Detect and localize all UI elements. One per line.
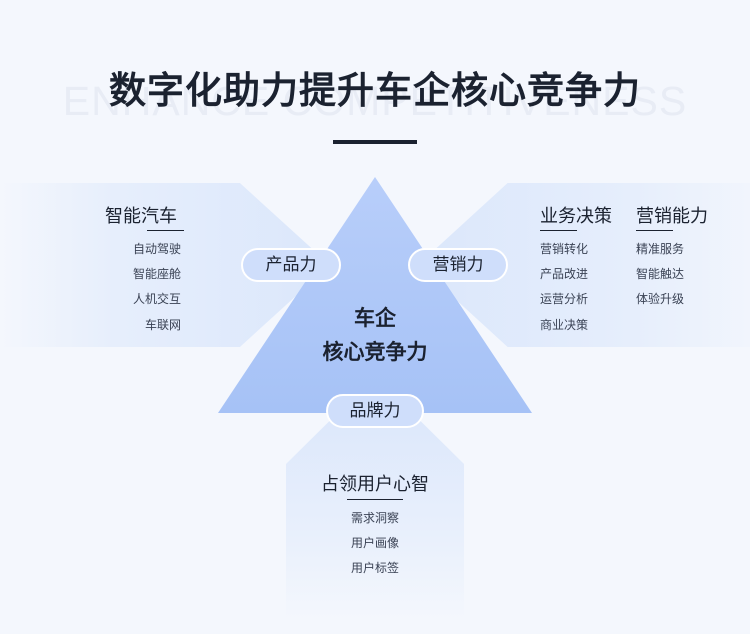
right-col1-title: 业务决策 <box>540 206 612 227</box>
left-item: 车联网 <box>144 318 181 332</box>
bottom-panel <box>286 420 464 620</box>
right-col1-item: 运营分析 <box>540 292 589 306</box>
bottom-section-underline <box>347 499 403 500</box>
right-col1-item: 商业决策 <box>540 318 589 332</box>
left-item: 人机交互 <box>132 292 181 306</box>
right-col2-item: 智能触达 <box>636 267 685 281</box>
bottom-item: 用户画像 <box>350 536 399 550</box>
bottom-item: 用户标签 <box>350 561 399 575</box>
pill-brand-power: 品牌力 <box>326 394 424 428</box>
left-section-underline <box>147 230 184 231</box>
right-col2-item: 精准服务 <box>636 242 685 256</box>
right-col2-title: 营销能力 <box>636 206 708 227</box>
pill-marketing-power: 营销力 <box>408 248 508 282</box>
bottom-item: 需求洞察 <box>350 511 399 525</box>
left-item: 智能座舱 <box>132 267 181 281</box>
right-col2-item: 体验升级 <box>636 292 685 306</box>
title-underline <box>333 140 417 144</box>
bottom-section-title: 占领用户心智 <box>321 474 429 495</box>
core-label-line2: 核心竞争力 <box>322 340 428 364</box>
page-title: 数字化助力提升车企核心竞争力 <box>109 69 641 112</box>
right-col1-item: 产品改进 <box>540 267 589 281</box>
left-section-title: 智能汽车 <box>105 206 177 227</box>
right-col2-underline <box>636 230 673 231</box>
pill-product-power: 产品力 <box>241 248 341 282</box>
left-item: 自动驾驶 <box>132 242 181 256</box>
right-col1-underline <box>540 230 577 231</box>
right-col1-item: 营销转化 <box>540 242 589 256</box>
core-label-line1: 车企 <box>354 306 396 330</box>
background-watermark-text: ENHANCE COMPETITIVENESS <box>62 78 688 124</box>
